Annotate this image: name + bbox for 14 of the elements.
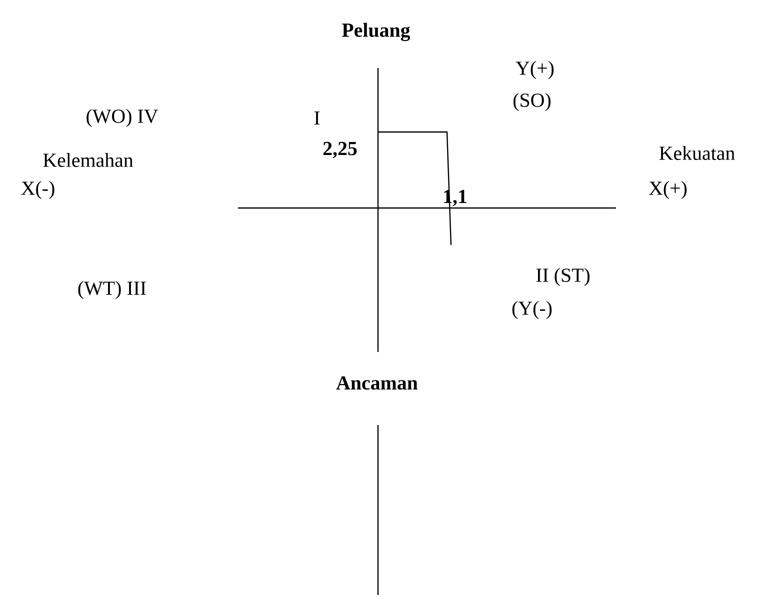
quadrant-label: II (ST) bbox=[536, 268, 590, 286]
value-label: 2,25 bbox=[323, 142, 357, 158]
axis-title: Peluang bbox=[342, 22, 410, 42]
quadrant-label: (SO) bbox=[514, 92, 550, 112]
axis-label: X(+) bbox=[649, 180, 687, 200]
quadrant-label: (WT) III bbox=[78, 280, 146, 300]
axis-label: X(-) bbox=[21, 180, 54, 200]
quadrant-number: I bbox=[314, 111, 320, 125]
axis-label: (Y(-) bbox=[512, 300, 552, 320]
axis-title: Kelemahan bbox=[43, 152, 134, 167]
axis-title: Kekuatan bbox=[659, 146, 735, 160]
axis-title: Ancaman bbox=[336, 376, 418, 390]
axis-label: Y(+) bbox=[516, 60, 554, 80]
quadrant-label: (WO) IV bbox=[86, 108, 158, 128]
